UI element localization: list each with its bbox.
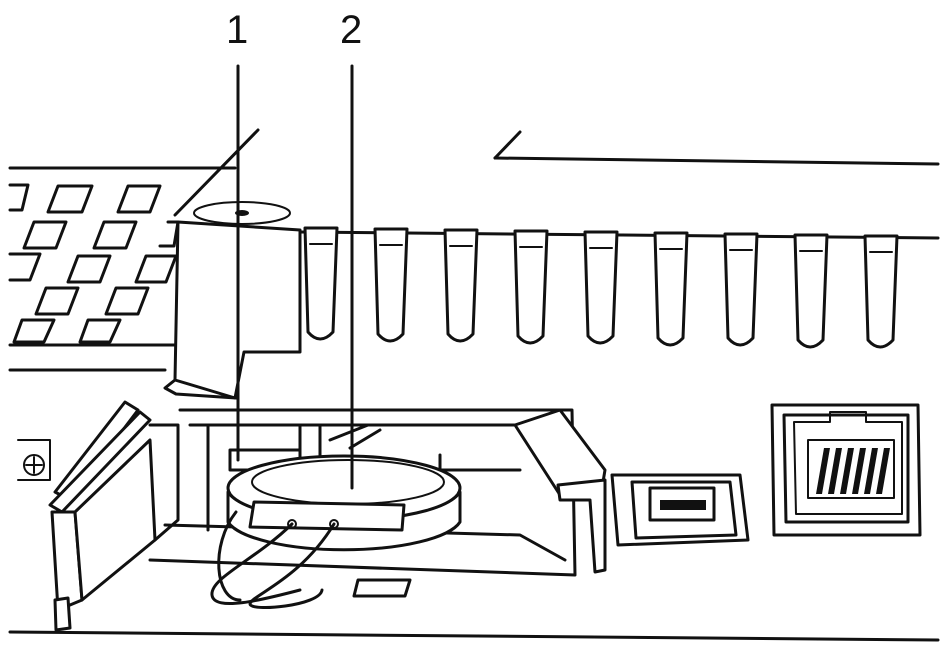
callout-label-1: 1 [226,8,249,52]
callout-leaders [236,64,354,490]
heatsink-fins [303,226,899,349]
left-latch [17,400,180,632]
callout-label-2: 2 [340,8,363,52]
network-port [770,403,922,537]
chassis-outline [8,128,940,642]
coin-battery [226,454,462,552]
battery-cable [210,510,339,610]
vent-grille [8,183,180,344]
usb-port [610,473,750,547]
